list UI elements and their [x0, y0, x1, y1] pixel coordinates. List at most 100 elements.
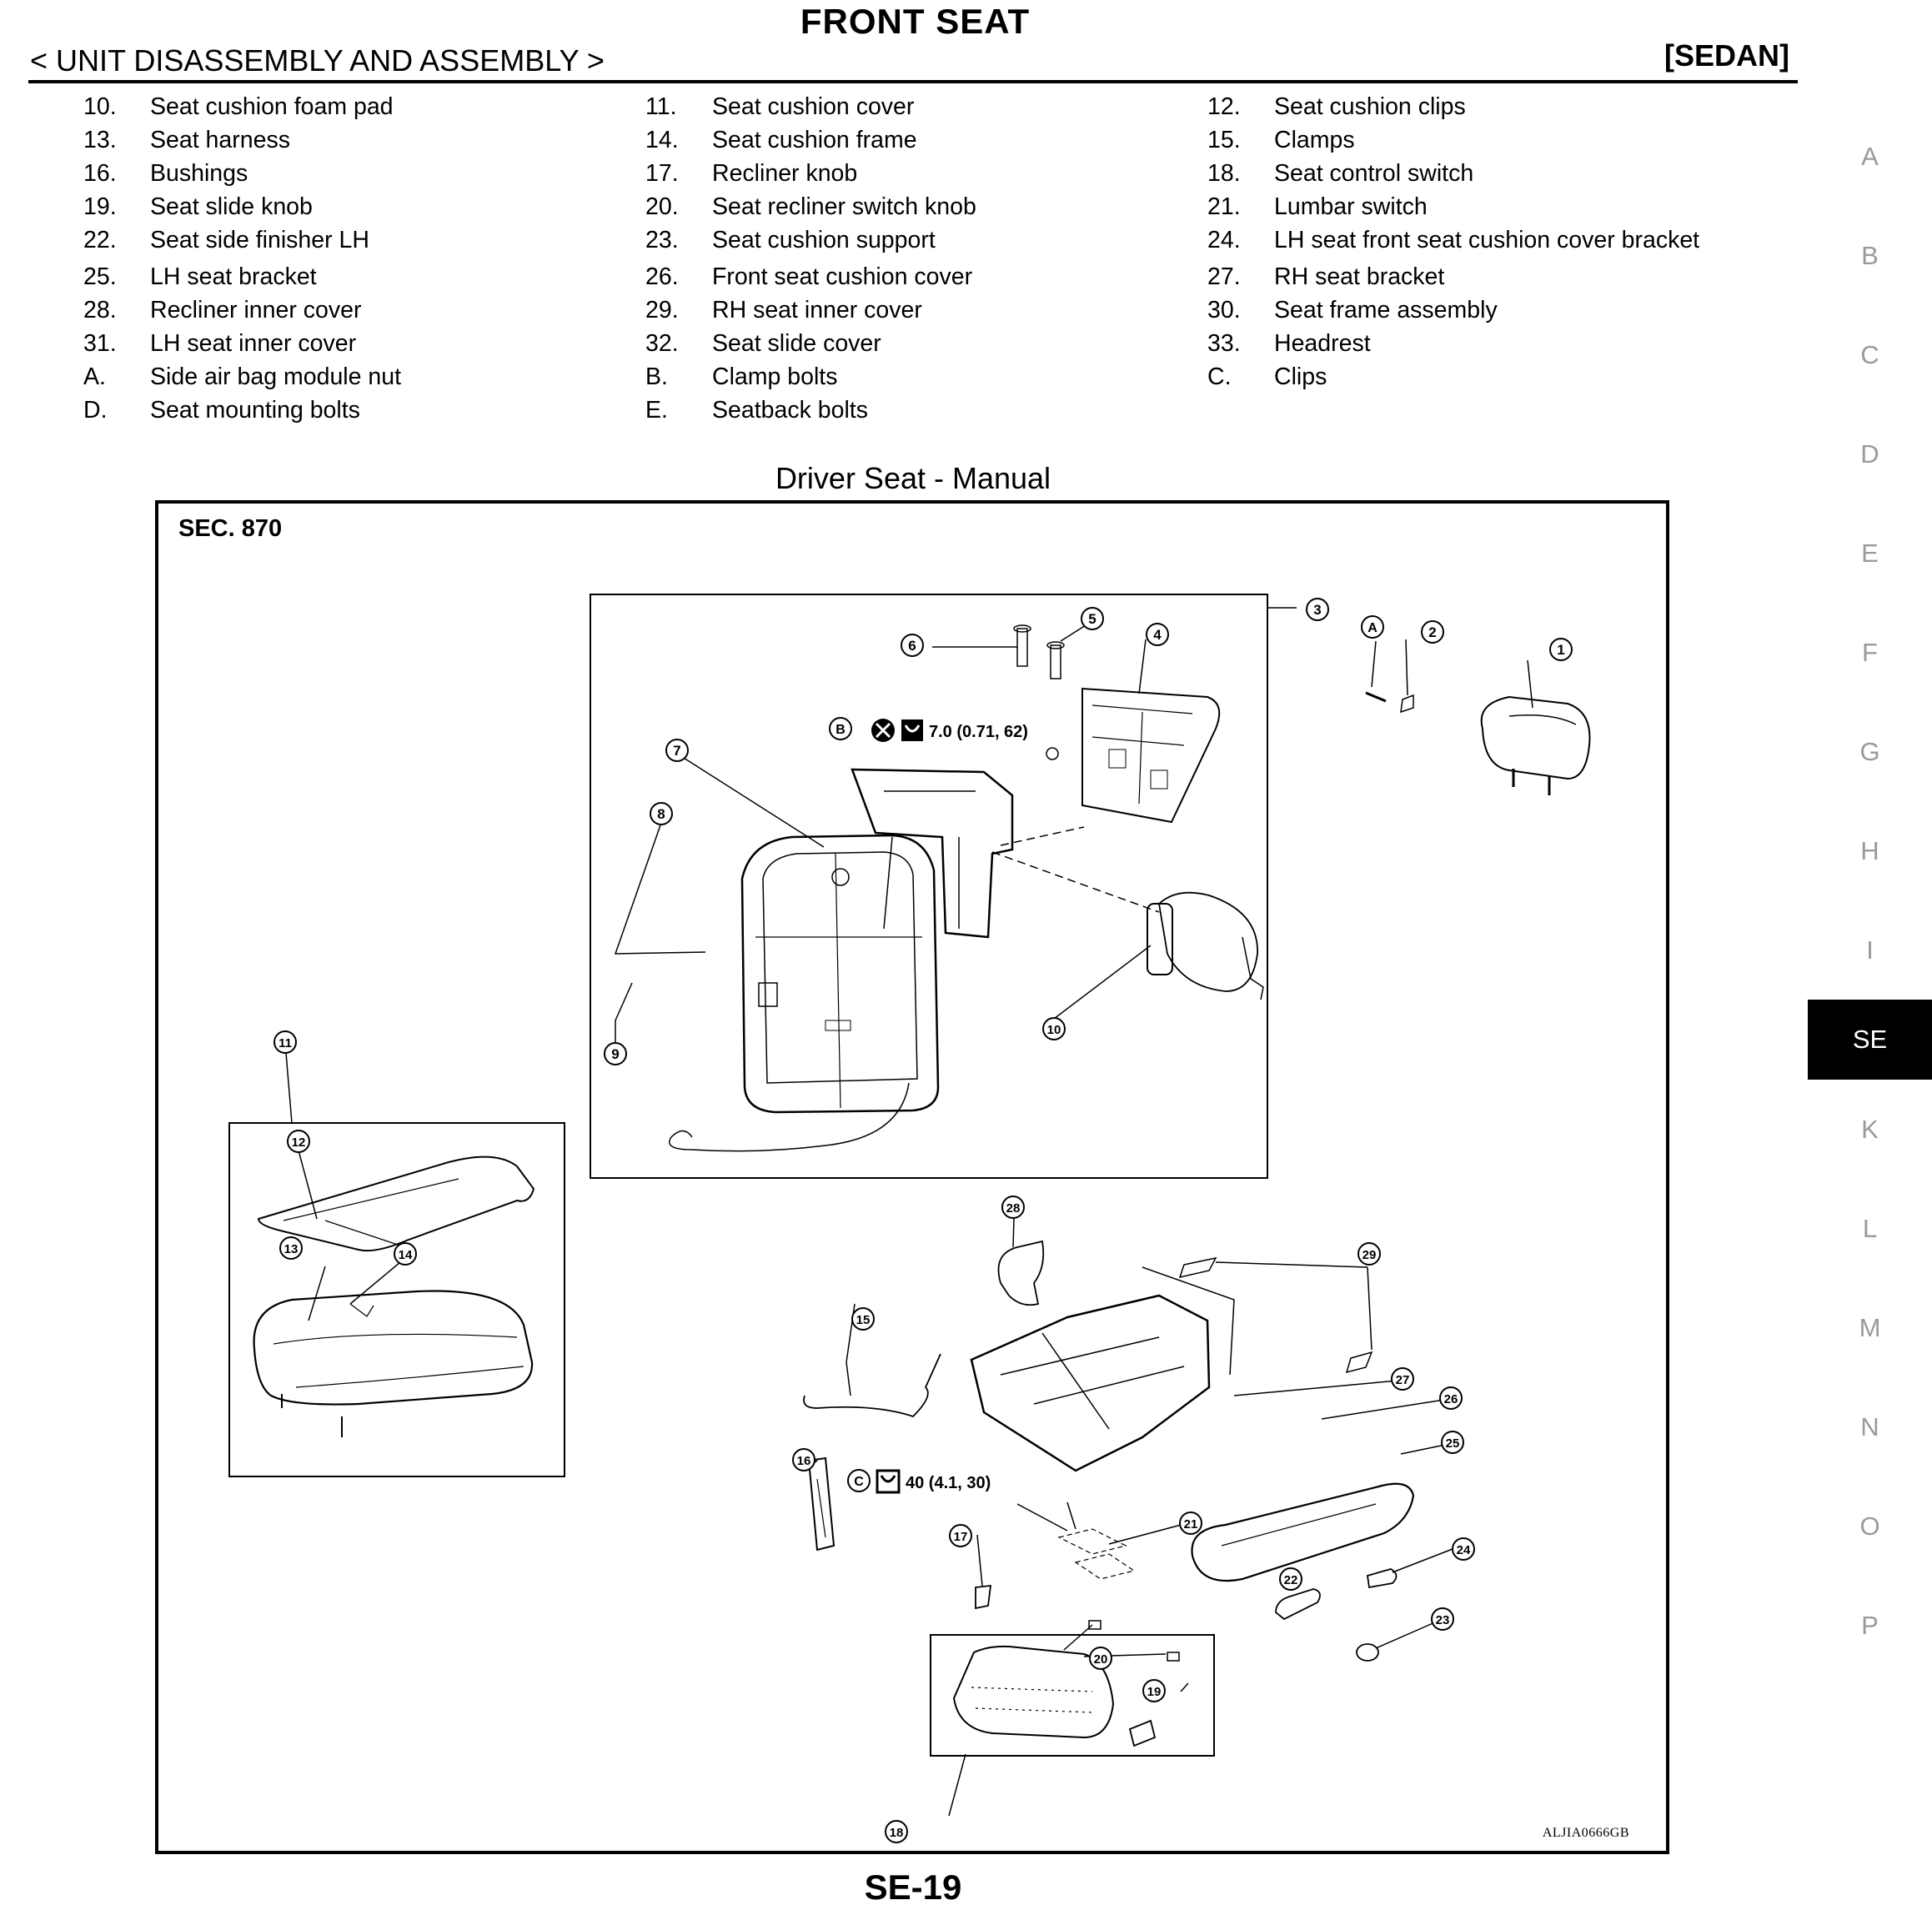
exploded-diagram: SEC. 870 — [155, 500, 1669, 1854]
legend-item: 19. Seat slide knob — [83, 190, 645, 223]
legend-item: 29. RH seat inner cover — [645, 293, 1207, 327]
legend-item: 20.Seat recliner switch knob — [645, 190, 1207, 223]
legend-number: D. — [83, 397, 108, 424]
legend-text: Seat cushion clips — [1274, 93, 1466, 120]
legend-item: 10. Seat cushion foam pad — [83, 90, 645, 123]
legend-text: Side air bag module nut — [150, 363, 402, 390]
callout-label: 18 — [890, 1826, 904, 1840]
index-tab-e[interactable]: E — [1861, 538, 1879, 568]
legend-text: Seat cushion foam pad — [150, 93, 394, 120]
index-tab-o[interactable]: O — [1859, 1511, 1880, 1541]
index-tab-d[interactable]: D — [1860, 439, 1879, 469]
legend-row: 13.Seat harness 14.Seat cushion frame 15… — [83, 123, 1776, 157]
index-tab-n[interactable]: N — [1860, 1411, 1879, 1441]
legend-item: C.Clips — [1207, 360, 1776, 394]
legend-text: RH seat inner cover — [712, 297, 922, 323]
callout-label: 8 — [657, 806, 665, 822]
legend-number: 17. — [645, 160, 679, 187]
legend-item: 16.Bushings — [83, 157, 645, 190]
legend-item: 12. Seat cushion clips — [1207, 90, 1776, 123]
legend-item: B.Clamp bolts — [645, 360, 1207, 394]
legend-item: 15.Clamps — [1207, 123, 1776, 157]
view-title: Driver Seat - Manual — [775, 461, 1051, 495]
index-tab-l[interactable]: L — [1862, 1213, 1878, 1243]
figure-code: ALJIA0666GB — [1542, 1826, 1629, 1840]
callout-label: 26 — [1444, 1392, 1458, 1406]
callout-label: 6 — [908, 638, 916, 654]
legend-item: 11.Seat cushion cover — [645, 90, 1207, 123]
legend-number: 25. — [83, 263, 117, 290]
legend-number — [1207, 394, 1274, 427]
callout-label: 14 — [399, 1248, 413, 1262]
callout-label: 16 — [797, 1454, 811, 1468]
section-heading: < UNIT DISASSEMBLY AND ASSEMBLY > — [30, 43, 605, 78]
legend-number: 13. — [83, 127, 117, 153]
legend-number: 31. — [83, 330, 117, 357]
callout-label: 2 — [1428, 624, 1436, 640]
model-label: [SEDAN] — [1664, 38, 1789, 73]
legend-item: 30.Seat frame assembly — [1207, 293, 1776, 327]
legend-row: 31. LH seat inner cover 32.Seat slide cov… — [83, 327, 1776, 360]
callout-label: A — [1367, 621, 1377, 635]
legend-item: 25. LH seat bracket — [83, 260, 645, 293]
legend-item: 22.Seat side finisher LH — [83, 223, 645, 260]
callout-label: B — [836, 723, 846, 737]
legend-number: 28. — [83, 297, 117, 323]
legend-text: Clamp bolts — [712, 363, 838, 390]
legend-text: Recliner inner cover — [150, 297, 362, 323]
legend-text: Clamps — [1274, 127, 1355, 153]
legend-number: 32. — [645, 330, 679, 357]
callout-label: 19 — [1147, 1685, 1162, 1699]
callout-label: C — [854, 1475, 864, 1489]
callout-label: 1 — [1557, 642, 1564, 658]
callout-label: 15 — [856, 1313, 871, 1327]
legend-text: Seat control switch — [1274, 160, 1474, 187]
index-tab-c[interactable]: C — [1860, 339, 1879, 369]
callout-label: 13 — [284, 1242, 299, 1256]
legend-text: Front seat cushion cover — [712, 263, 973, 290]
section-reference: SEC. 870 — [178, 515, 283, 542]
legend-number: 12. — [1207, 93, 1241, 120]
legend-text: Clips — [1274, 363, 1327, 390]
legend-text: LH seat bracket — [150, 263, 317, 290]
index-tab-a[interactable]: A — [1861, 141, 1879, 171]
callout-label: 4 — [1153, 627, 1162, 643]
exploded-view-drawing: 1 2 3 4 5 6 7 8 9 10 11 12 13 14 15 16 1… — [228, 594, 1591, 1843]
legend-number: 19. — [83, 193, 117, 220]
legend-item — [1207, 394, 1776, 427]
index-tab-f[interactable]: F — [1862, 637, 1878, 667]
legend-number: 24. — [1207, 227, 1241, 253]
legend-number: 21. — [1207, 193, 1241, 220]
legend-number: 26. — [645, 263, 679, 290]
parts-legend: 10. Seat cushion foam pad 11.Seat cushion… — [83, 90, 1776, 427]
legend-text: Seat slide knob — [150, 193, 313, 220]
legend-number: 29. — [645, 297, 679, 323]
callout-label: 27 — [1396, 1373, 1410, 1387]
callout-label: 12 — [292, 1135, 306, 1150]
callout-label: 21 — [1184, 1517, 1198, 1531]
index-tab-g[interactable]: G — [1859, 736, 1880, 766]
index-tab-k[interactable]: K — [1861, 1114, 1879, 1144]
legend-text: RH seat bracket — [1274, 263, 1445, 290]
legend-text: LH seat inner cover — [150, 330, 357, 357]
callout-label: 25 — [1446, 1436, 1460, 1451]
legend-item: E.Seatback bolts — [645, 394, 1207, 427]
index-tab-b[interactable]: B — [1861, 240, 1879, 270]
legend-text: Seat frame assembly — [1274, 297, 1498, 323]
legend-row: 10. Seat cushion foam pad 11.Seat cushion… — [83, 90, 1776, 123]
index-tab-m[interactable]: M — [1859, 1312, 1881, 1342]
index-tab-h[interactable]: H — [1860, 835, 1879, 865]
index-tab-se[interactable]: SE — [1808, 1000, 1932, 1080]
legend-number: E. — [645, 397, 668, 424]
index-tab-i[interactable]: I — [1866, 935, 1874, 965]
legend-text: Bushings — [150, 160, 248, 187]
legend-text: Seat side finisher LH — [150, 227, 369, 253]
legend-text: Recliner knob — [712, 160, 858, 187]
callout-label: 17 — [954, 1530, 968, 1544]
legend-item: 32.Seat slide cover — [645, 327, 1207, 360]
callout-label: 10 — [1047, 1023, 1061, 1037]
legend-number: 10. — [83, 93, 117, 120]
legend-item: 17. Recliner knob — [645, 157, 1207, 190]
legend-number: 20. — [645, 193, 679, 220]
index-tab-p[interactable]: P — [1861, 1610, 1879, 1640]
